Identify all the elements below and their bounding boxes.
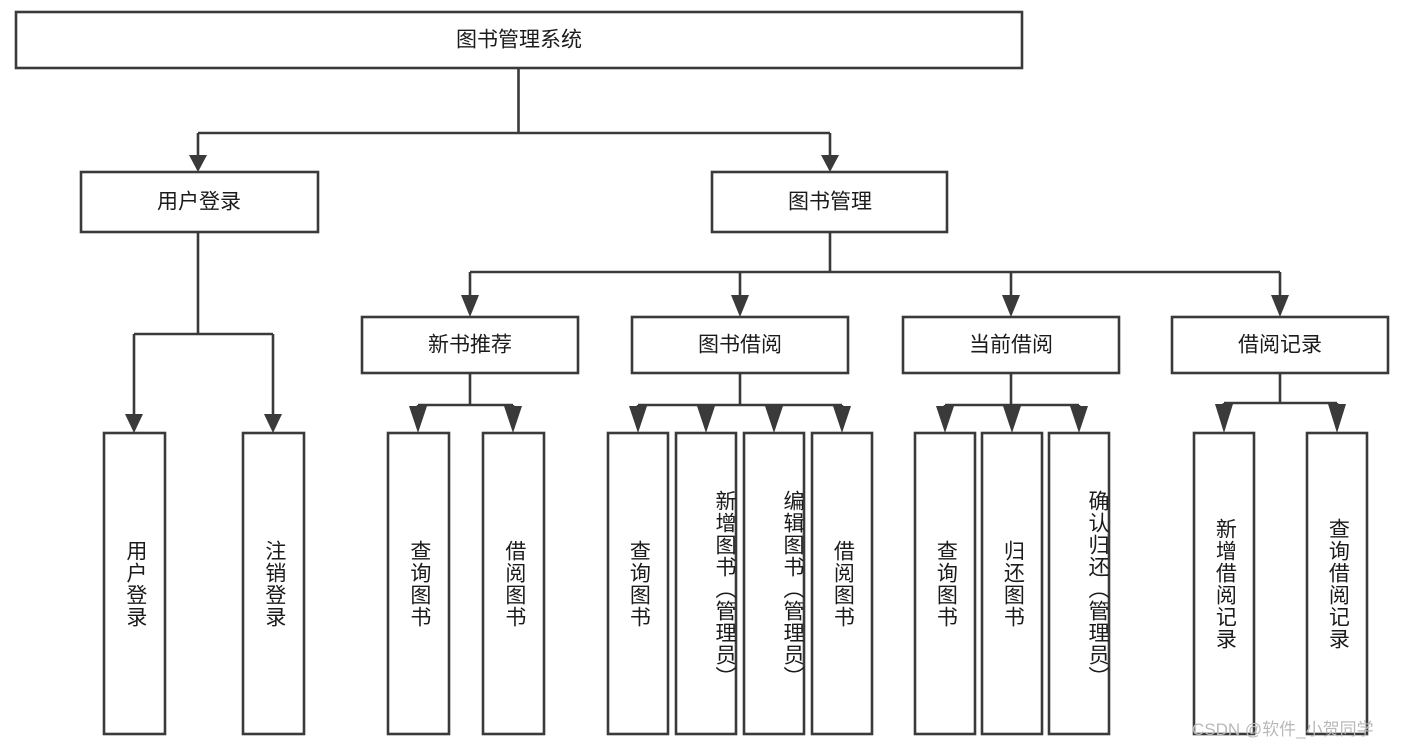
node-borrow-record[interactable]: 借阅记录 bbox=[1170, 315, 1390, 375]
leaf-box-borrow-book-1[interactable] bbox=[481, 431, 546, 736]
leaf-box-query-book-3[interactable] bbox=[913, 431, 977, 736]
node-book-borrow-box[interactable] bbox=[630, 315, 850, 375]
node-book-manage-box[interactable] bbox=[710, 170, 949, 234]
node-new-book-recommend[interactable]: 新书推荐 bbox=[360, 315, 580, 375]
arrow-head-leaf-add-record bbox=[1215, 404, 1233, 433]
node-borrow-record-box[interactable] bbox=[1170, 315, 1390, 375]
arrow-head-leaf-query-book-2 bbox=[629, 406, 647, 433]
arrow-head-new-book-recommend bbox=[461, 295, 479, 317]
arrow-head-leaf-add-book bbox=[697, 406, 715, 433]
leaf-box-add-book[interactable] bbox=[674, 431, 738, 736]
leaf-box-add-record[interactable] bbox=[1192, 431, 1256, 736]
node-borrow-record-label: 借阅记录 bbox=[1238, 334, 1322, 357]
leaf-box-query-book-1[interactable] bbox=[386, 431, 451, 736]
leaf-box-edit-book[interactable] bbox=[742, 431, 806, 736]
arrow-head-leaf-confirm-return bbox=[1070, 406, 1088, 433]
leaf-box-query-record[interactable] bbox=[1305, 431, 1369, 736]
watermark-text: CSDN @软件_小贺同学 bbox=[1192, 720, 1374, 739]
arrow-head-leaf-return-book bbox=[1003, 406, 1021, 433]
arrow-head-leaf-logout-login bbox=[264, 414, 282, 433]
arrow-head-leaf-user-login bbox=[125, 414, 143, 433]
arrow-head-leaf-query-record bbox=[1328, 404, 1346, 433]
node-root-box[interactable] bbox=[14, 10, 1024, 70]
node-root[interactable]: 图书管理系统 bbox=[14, 10, 1024, 70]
node-book-manage[interactable]: 图书管理 bbox=[710, 170, 949, 234]
node-current-borrow-box[interactable] bbox=[901, 315, 1121, 375]
arrow-head-book-borrow bbox=[731, 295, 749, 317]
arrow-head-leaf-edit-book bbox=[765, 406, 783, 433]
node-current-borrow-label: 当前借阅 bbox=[969, 334, 1053, 357]
leaf-box-borrow-book-2[interactable] bbox=[810, 431, 874, 736]
leaf-box-group bbox=[102, 431, 1369, 736]
arrow-head-borrow-record bbox=[1271, 295, 1289, 317]
arrow-head-leaf-borrow-book-2 bbox=[833, 406, 851, 433]
leaf-box-return-book[interactable] bbox=[980, 431, 1044, 736]
node-current-borrow[interactable]: 当前借阅 bbox=[901, 315, 1121, 375]
leaf-box-query-book-2[interactable] bbox=[606, 431, 670, 736]
leaf-box-user-login[interactable] bbox=[102, 431, 167, 736]
node-book-borrow-label: 图书借阅 bbox=[698, 334, 782, 357]
arrow-head-leaf-query-book-1 bbox=[409, 406, 427, 433]
node-user-login-label: 用户登录 bbox=[157, 191, 241, 214]
arrow-head-leaf-query-book-3 bbox=[936, 406, 954, 433]
node-new-book-recommend-label: 新书推荐 bbox=[428, 334, 512, 357]
node-book-borrow[interactable]: 图书借阅 bbox=[630, 315, 850, 375]
connector-group bbox=[125, 68, 1346, 433]
node-user-login[interactable]: 用户登录 bbox=[79, 170, 320, 234]
node-root-label: 图书管理系统 bbox=[456, 29, 582, 52]
node-new-book-recommend-box[interactable] bbox=[360, 315, 580, 375]
arrow-head-bookmanage bbox=[821, 155, 839, 172]
leaf-box-logout-login[interactable] bbox=[241, 431, 306, 736]
node-book-manage-label: 图书管理 bbox=[788, 191, 872, 214]
arrow-head-current-borrow bbox=[1002, 295, 1020, 317]
leaf-box-confirm-return[interactable] bbox=[1047, 431, 1111, 736]
arrow-head-leaf-borrow-book-1 bbox=[504, 406, 522, 433]
arrow-head-userlogin bbox=[189, 155, 207, 172]
node-user-login-box[interactable] bbox=[79, 170, 320, 234]
